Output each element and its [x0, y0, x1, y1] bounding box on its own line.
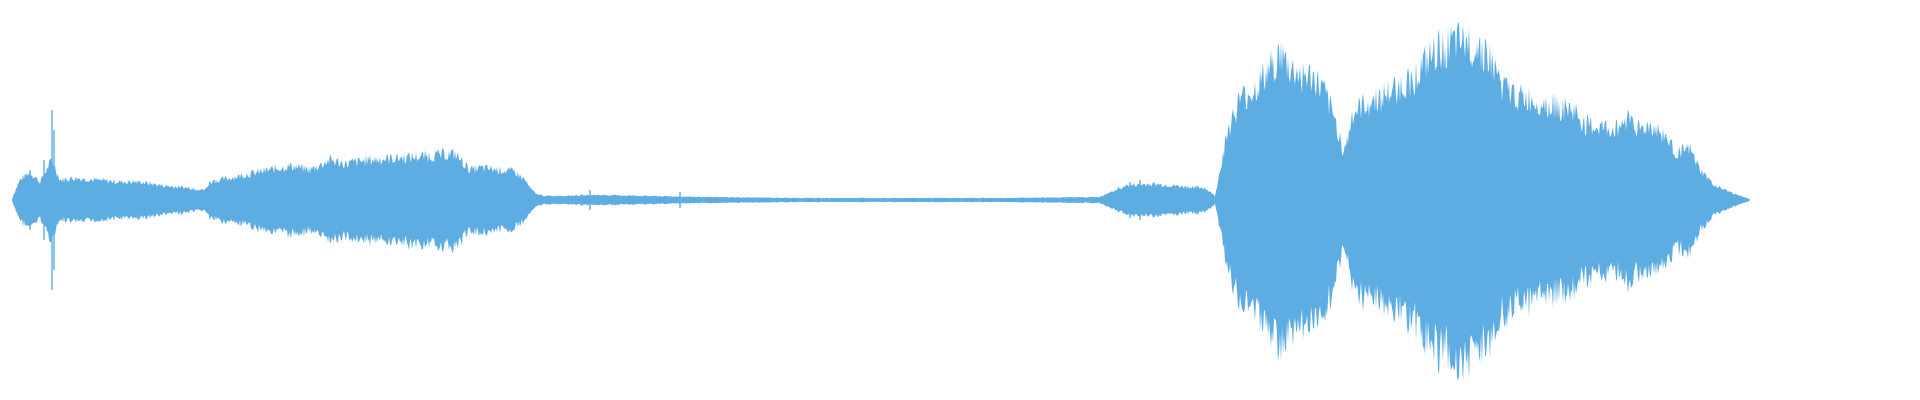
waveform-spikes [29, 110, 1161, 290]
waveform-envelope [12, 22, 1750, 382]
